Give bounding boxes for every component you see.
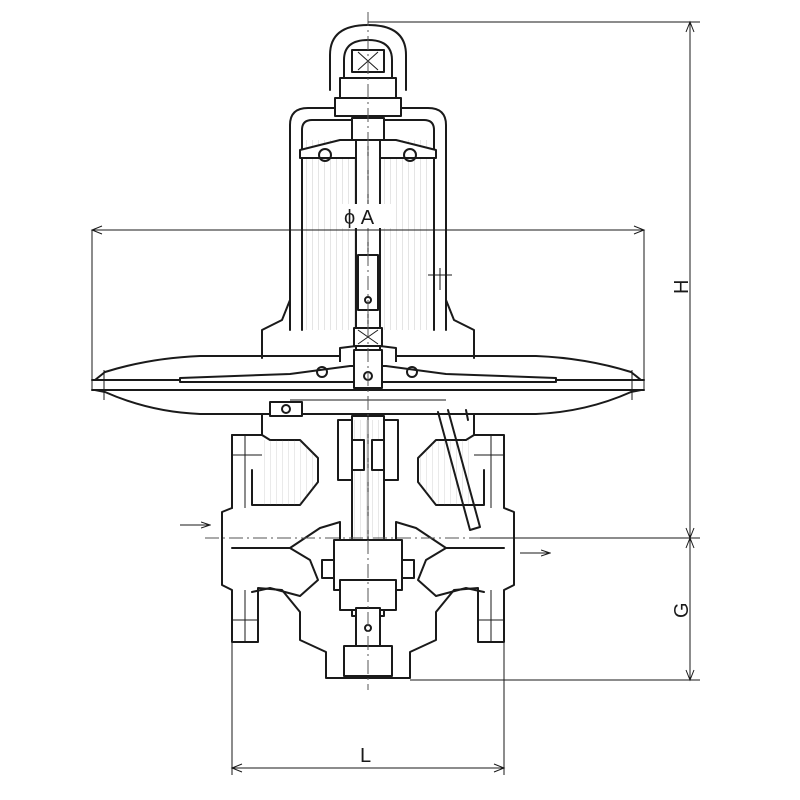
label-bg [338,204,396,228]
height-h-label: H [671,280,693,294]
length-l-label: L [360,745,371,767]
height-g-label: G [671,602,693,618]
flow-arrows [180,525,550,553]
dimension-lines [90,20,700,775]
diameter-a-label: ϕ A [344,207,375,229]
